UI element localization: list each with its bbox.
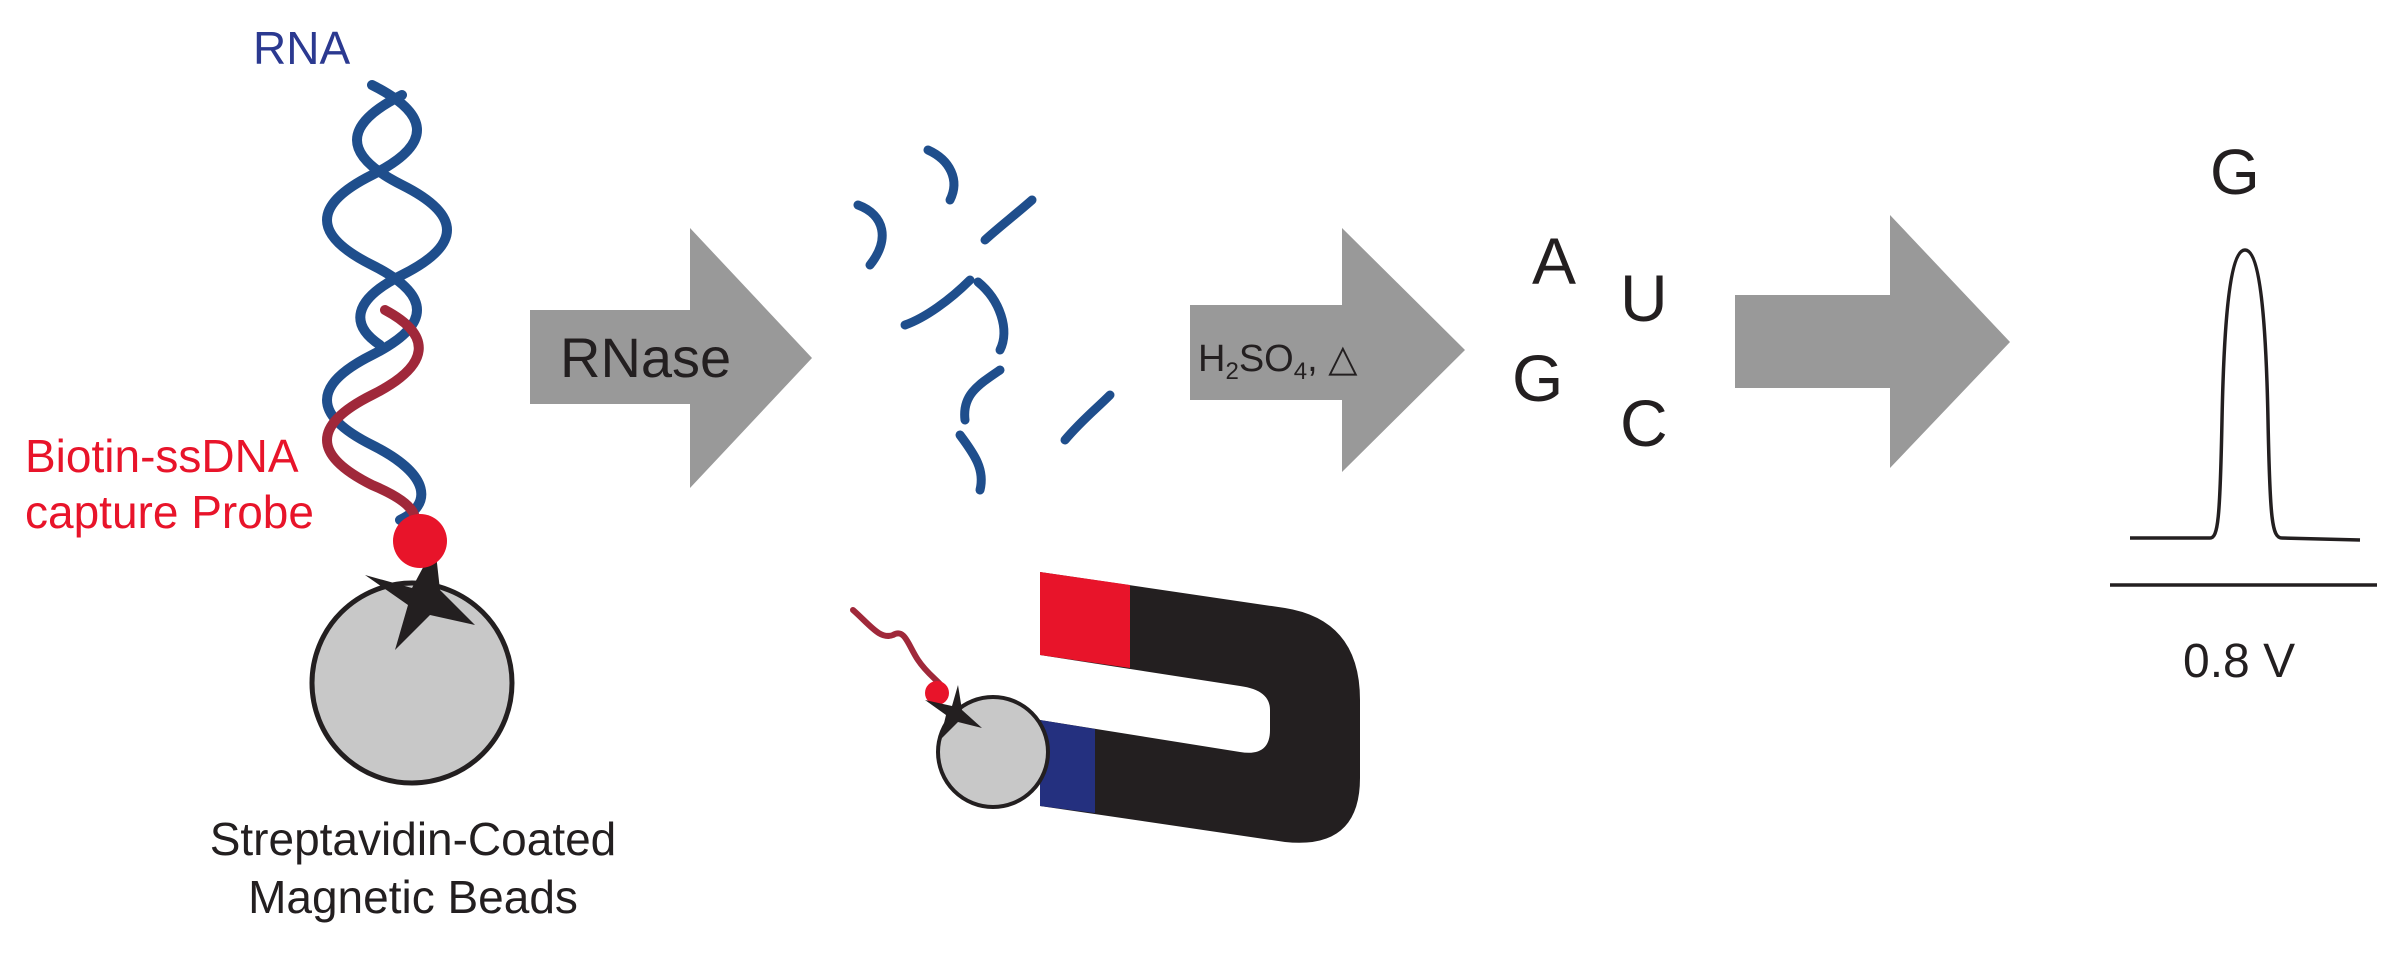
potential-label: 0.8 V <box>2183 635 2296 688</box>
nucleotide-g: G <box>1512 341 1564 415</box>
formula-heat: , △ <box>1307 338 1358 380</box>
rnase-step-label: RNase <box>560 326 732 389</box>
rna-strand <box>322 80 452 525</box>
capture-probe-label: Biotin-ssDNA capture Probe <box>25 428 314 540</box>
formula-so: SO <box>1238 338 1294 380</box>
captured-biotin-dot <box>925 681 949 705</box>
captured-streptavidin-star <box>925 685 982 740</box>
peak-label: G <box>2210 136 2260 208</box>
arrow-detection <box>1735 215 2010 468</box>
capture-probe-strand <box>322 305 424 540</box>
captured-probe-strand <box>850 607 948 693</box>
formula-sub-4: 4 <box>1293 358 1308 385</box>
rna-fragments <box>853 145 1115 495</box>
captured-bead <box>936 695 1050 809</box>
formula-h: H <box>1198 338 1226 380</box>
rna-fragment <box>960 365 1005 425</box>
streptavidin-star <box>365 545 475 650</box>
rna-fragment <box>955 430 986 495</box>
rna-strand-a <box>322 80 427 525</box>
capture-probe-label-line2: capture Probe <box>25 486 314 538</box>
formula-sub-2: 2 <box>1225 358 1239 385</box>
magnetic-beads-label-line2: Magnetic Beads <box>248 871 578 923</box>
magnet-south-pole <box>1040 720 1095 813</box>
capture-probe-label-line1: Biotin-ssDNA <box>25 430 299 482</box>
biotin-dot <box>393 514 447 568</box>
nucleotide-u: U <box>1620 261 1668 335</box>
rna-fragment <box>1060 390 1115 445</box>
rna-fragment <box>980 195 1037 245</box>
magnetic-beads-label: Streptavidin-Coated Magnetic Beads <box>133 810 693 926</box>
arrow-acid-hydrolysis <box>1190 228 1465 472</box>
rna-fragment <box>923 145 959 205</box>
rna-fragment <box>973 277 1009 355</box>
nucleotide-c: C <box>1620 386 1668 460</box>
probe-strand <box>322 305 424 540</box>
magnet-north-pole <box>1040 572 1130 668</box>
rna-label: RNA <box>253 22 351 74</box>
voltammogram-trace <box>2130 248 2361 542</box>
rna-strand-b <box>352 90 452 350</box>
rna-fragment <box>853 200 887 270</box>
rna-fragment <box>900 275 975 330</box>
bead-circle <box>309 580 515 786</box>
magnetic-beads-label-line1: Streptavidin-Coated <box>209 813 617 865</box>
nucleotide-a: A <box>1532 224 1577 298</box>
acid-hydrolysis-step-label: H2SO4, △ <box>1198 340 1357 384</box>
arrow-rnase <box>530 228 812 488</box>
